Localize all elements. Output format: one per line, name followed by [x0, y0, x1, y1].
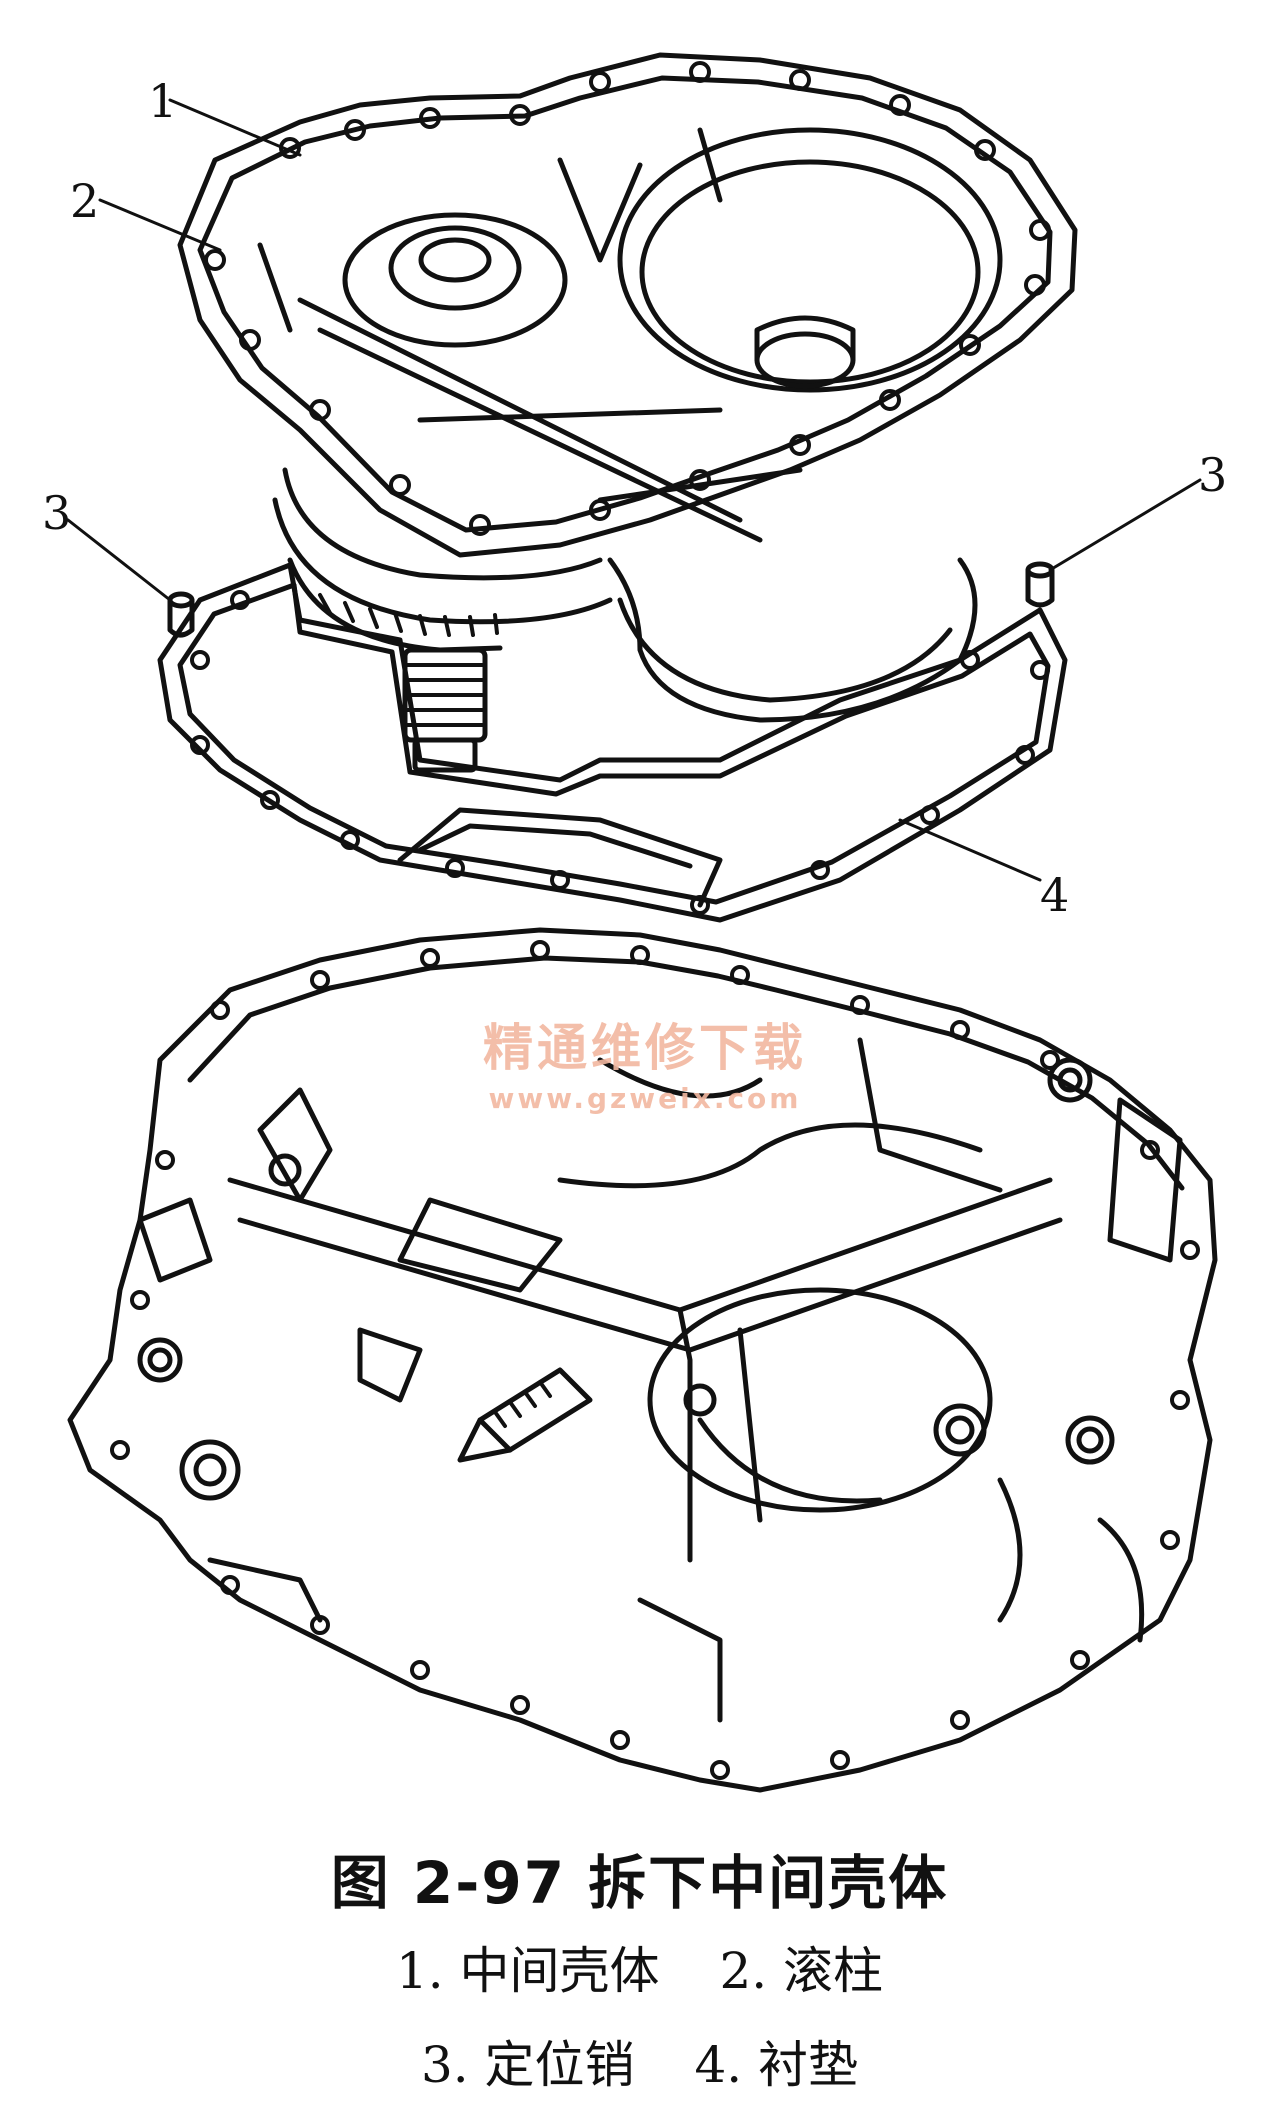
legend-item-dowel-pin: 3. 定位销 — [420, 2036, 635, 2094]
legend-line-2: 3. 定位销 4. 衬垫 — [0, 2018, 1279, 2112]
leader-lines — [66, 98, 1202, 882]
dowel-pin-right — [1025, 561, 1055, 608]
callout-3-left: 3 — [42, 486, 72, 540]
legend-item-gasket: 4. 衬垫 — [694, 2036, 859, 2094]
watermark-url: www.gzweix.com — [488, 1082, 802, 1115]
callout-2: 2 — [70, 174, 100, 228]
watermark: 精通维修下载 www.gzweix.com — [465, 1008, 825, 1115]
exploded-transmission-drawing — [66, 52, 1218, 1793]
intermediate-housing — [177, 52, 1078, 558]
transmission-case — [67, 927, 1218, 1793]
caption-title: 图 2-97 拆下中间壳体 — [330, 1849, 949, 1917]
callout-3-right: 3 — [1198, 448, 1228, 502]
gasket — [157, 562, 1068, 923]
legend-line-1: 1. 中间壳体 2. 滚柱 — [0, 1924, 1279, 2018]
figure-caption: 图 2-97 拆下中间壳体 1. 中间壳体 2. 滚柱 3. 定位销 4. 衬垫 — [0, 1842, 1279, 2112]
callout-4: 4 — [1040, 868, 1070, 922]
shaft-assemblies — [272, 467, 978, 773]
callout-1: 1 — [148, 74, 178, 128]
legend-item-intermediate-housing: 1. 中间壳体 — [395, 1942, 660, 2000]
watermark-text: 精通维修下载 — [483, 1019, 807, 1077]
legend-item-roller: 2. 滚柱 — [719, 1942, 884, 2000]
